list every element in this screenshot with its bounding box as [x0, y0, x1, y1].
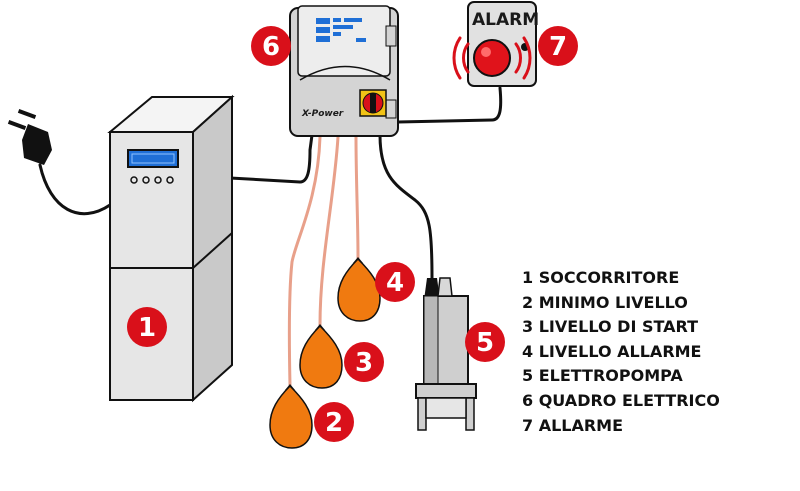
legend-item: 6 QUADRO ELETTRICO: [522, 390, 720, 410]
cabinet-to-panel-cable: [228, 133, 314, 184]
alarm-unit: ALARM: [452, 1, 539, 87]
cables: [38, 86, 503, 280]
float-switch-2: [269, 384, 313, 449]
float-switch-4: [337, 257, 381, 322]
callout-7: 7: [538, 26, 578, 66]
callout-5: 5: [465, 322, 505, 362]
cabinet-button: [130, 176, 138, 184]
alarm-light-icon: [473, 39, 511, 77]
svg-text:3: 3: [355, 348, 373, 378]
svg-text:2: 2: [325, 408, 343, 438]
float-wire-3: [318, 135, 340, 327]
svg-text:7: 7: [549, 32, 567, 62]
callout-2: 2: [314, 402, 354, 442]
callout-4: 4: [375, 262, 415, 302]
float-wire-4: [354, 135, 360, 260]
power-cable: [38, 163, 112, 216]
soccorritore-cabinet: [107, 94, 235, 403]
cabinet-button: [142, 176, 150, 184]
panel-to-pump-cable: [378, 133, 434, 280]
panel-to-alarm-cable: [396, 86, 503, 124]
float-wires: [287, 135, 360, 387]
callout-6: 6: [251, 26, 291, 66]
legend-item: 1 SOCCORRITORE: [522, 268, 680, 287]
legend: 1 SOCCORRITORE 2 MINIMO LIVELLO 3 LIVELL…: [522, 266, 720, 438]
alarm-label: ALARM: [472, 10, 539, 30]
legend-item: 2 MINIMO LIVELLO: [522, 292, 688, 312]
cabinet-button: [166, 176, 174, 184]
cabinet-display: [127, 149, 179, 168]
submersible-pump: [415, 277, 477, 431]
callout-1: 1: [127, 307, 167, 347]
control-panel: X-Power: [289, 5, 399, 137]
legend-item: 3 LIVELLO DI START: [522, 317, 699, 337]
alarm-signal-icon: [452, 36, 532, 80]
svg-text:6: 6: [262, 32, 280, 62]
svg-text:1: 1: [138, 313, 156, 343]
legend-item: 5 ELETTROPOMPA: [522, 366, 683, 386]
legend-item: 4 LIVELLO ALLARME: [522, 341, 702, 361]
svg-text:4: 4: [386, 268, 404, 298]
callout-3: 3: [344, 342, 384, 382]
svg-text:5: 5: [476, 328, 494, 358]
float-wire-2: [287, 135, 322, 387]
legend-item: 7 ALLARME: [522, 415, 624, 435]
cabinet-button: [154, 176, 162, 184]
panel-brand: X-Power: [301, 109, 344, 119]
power-plug-icon: [7, 109, 52, 165]
float-switch-3: [299, 324, 343, 389]
panel-display: [316, 18, 366, 42]
